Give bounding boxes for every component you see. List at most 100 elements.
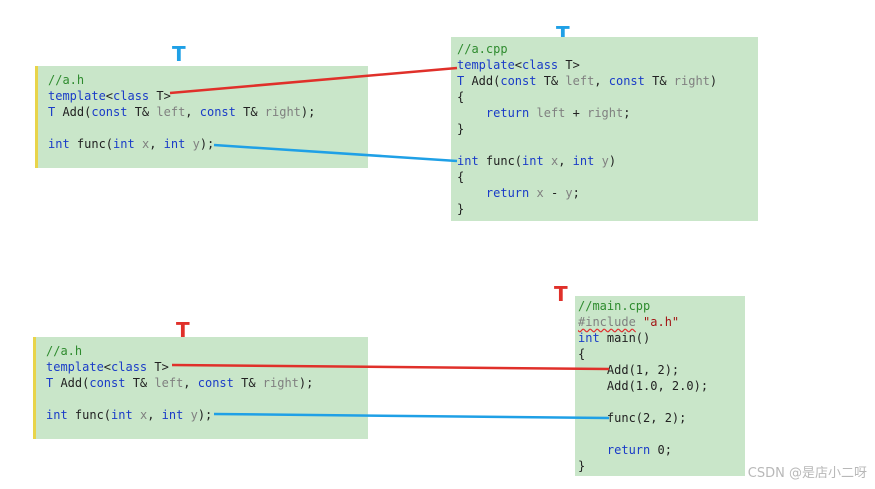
code-token: const bbox=[608, 74, 645, 88]
code-token: } bbox=[457, 122, 465, 136]
code-line: //main.cpp bbox=[578, 298, 745, 314]
code-token: const bbox=[199, 105, 236, 119]
code-token: T& bbox=[233, 376, 263, 390]
code-token: const bbox=[91, 105, 128, 119]
code-token: < bbox=[103, 360, 112, 374]
code-token bbox=[133, 408, 140, 422]
code-token: func( bbox=[67, 408, 112, 422]
code-token: //a.h bbox=[46, 344, 83, 358]
code-token: template bbox=[457, 58, 515, 72]
code-token: , bbox=[558, 154, 573, 168]
code-token: x bbox=[139, 408, 148, 422]
code-token: 0; bbox=[650, 443, 672, 457]
code-token: int bbox=[113, 137, 135, 151]
code-token: template bbox=[48, 89, 106, 103]
code-token: , bbox=[149, 137, 164, 151]
code-token: right bbox=[264, 105, 301, 119]
code-line: //a.h bbox=[48, 72, 368, 88]
code-line: template<class T> bbox=[457, 57, 758, 73]
template-param-label-bottom-right: T bbox=[554, 282, 568, 306]
code-token: int bbox=[578, 331, 600, 345]
code-line: template<class T> bbox=[46, 359, 368, 375]
code-line: //a.h bbox=[46, 343, 368, 359]
code-token bbox=[457, 106, 486, 120]
code-token bbox=[529, 106, 536, 120]
code-token: class bbox=[111, 360, 148, 374]
code-token: T& bbox=[644, 74, 674, 88]
code-token bbox=[135, 137, 142, 151]
code-token bbox=[457, 186, 486, 200]
code-token: < bbox=[514, 58, 523, 72]
code-token: ); bbox=[300, 105, 316, 119]
code-token: } bbox=[457, 202, 465, 216]
code-token: int bbox=[111, 408, 133, 422]
code-line: //a.cpp bbox=[457, 41, 758, 57]
code-token: template bbox=[46, 360, 104, 374]
code-token: , bbox=[185, 105, 200, 119]
code-token: T& bbox=[125, 376, 155, 390]
code-line: return x - y; bbox=[457, 185, 758, 201]
csdn-watermark: CSDN @是店小二呀 bbox=[747, 466, 867, 481]
code-token: T& bbox=[235, 105, 265, 119]
code-token: const bbox=[89, 376, 126, 390]
code-token: func(2, 2); bbox=[578, 411, 687, 425]
code-token: ; bbox=[572, 186, 580, 200]
code-token: ) bbox=[709, 74, 718, 88]
code-token: y bbox=[601, 154, 609, 168]
code-token: right bbox=[262, 376, 299, 390]
code-line bbox=[578, 426, 745, 442]
code-token: right bbox=[673, 74, 710, 88]
code-token: left bbox=[156, 105, 186, 119]
code-token: int bbox=[46, 408, 68, 422]
code-token bbox=[183, 408, 190, 422]
code-token: ); bbox=[199, 137, 215, 151]
code-token: class bbox=[522, 58, 559, 72]
code-line: { bbox=[578, 346, 745, 362]
code-token: { bbox=[578, 347, 586, 361]
code-line: T Add(const T& left, const T& right); bbox=[48, 104, 368, 120]
code-line: #include "a.h" bbox=[578, 314, 745, 330]
code-token bbox=[594, 154, 601, 168]
code-token: //main.cpp bbox=[578, 299, 651, 313]
code-token: Add( bbox=[62, 105, 92, 119]
code-token: { bbox=[457, 170, 465, 184]
code-token: < bbox=[105, 89, 114, 103]
code-line: int func(int x, int y) bbox=[457, 153, 758, 169]
code-token: ; bbox=[623, 106, 631, 120]
code-token: int bbox=[572, 154, 595, 168]
code-line bbox=[48, 120, 368, 136]
code-block-bottom-main-cpp: //main.cpp#include "a.h"int main(){ Add(… bbox=[575, 296, 745, 476]
code-token: x bbox=[536, 186, 544, 200]
code-token: Add(1.0, 2.0); bbox=[578, 379, 709, 393]
code-token: } bbox=[578, 459, 586, 473]
code-token: //a.h bbox=[48, 73, 85, 87]
code-line: } bbox=[457, 201, 758, 217]
code-token: left bbox=[536, 106, 566, 120]
code-line: T Add(const T& left, const T& right); bbox=[46, 375, 368, 391]
code-token: ); bbox=[197, 408, 213, 422]
code-token: T> bbox=[558, 58, 580, 72]
code-token: x bbox=[550, 154, 559, 168]
code-line bbox=[46, 391, 368, 407]
code-line: { bbox=[457, 169, 758, 185]
code-token: Add(1, 2); bbox=[578, 363, 680, 377]
code-token: //a.cpp bbox=[457, 42, 508, 56]
code-token: "a.h" bbox=[643, 315, 680, 329]
code-token: T> bbox=[149, 89, 171, 103]
code-line bbox=[578, 394, 745, 410]
code-line: int main() bbox=[578, 330, 745, 346]
code-token: class bbox=[113, 89, 150, 103]
code-token: T& bbox=[536, 74, 566, 88]
code-token: int bbox=[522, 154, 544, 168]
code-lines: //main.cpp#include "a.h"int main(){ Add(… bbox=[578, 298, 745, 474]
code-token: T bbox=[48, 105, 63, 119]
code-token: , bbox=[147, 408, 162, 422]
code-token: return bbox=[485, 186, 530, 200]
code-token: { bbox=[457, 90, 465, 104]
code-token: return bbox=[485, 106, 530, 120]
code-token bbox=[544, 154, 551, 168]
code-token: y bbox=[190, 408, 198, 422]
